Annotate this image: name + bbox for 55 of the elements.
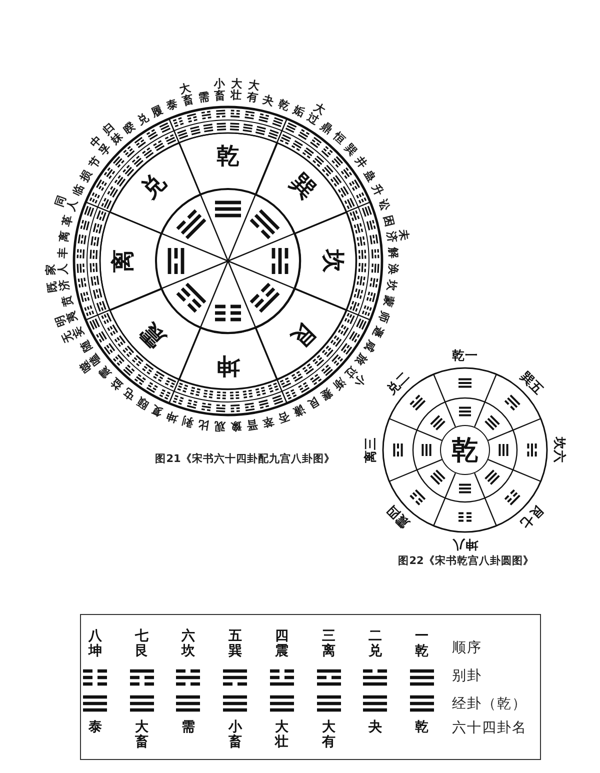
- row-heading: 六十四卦名: [452, 720, 527, 736]
- hexagram-name: 困: [380, 214, 396, 228]
- hexagram-name: 解: [386, 247, 400, 259]
- trigram-label: 巽五: [518, 370, 546, 397]
- hexagram-name: 大畜: [178, 82, 195, 108]
- trigram-order: 六坎: [182, 629, 196, 659]
- row-heading: 顺序: [452, 640, 482, 656]
- hexagram-name: 夬: [368, 720, 382, 735]
- trigram-order: 二兑: [368, 629, 382, 659]
- row-heading: 别卦: [452, 668, 482, 684]
- hexagram-name: 大有: [246, 79, 260, 105]
- hexagram-name: 需: [197, 90, 210, 105]
- hexagram-name: 小畜: [228, 720, 242, 750]
- hexagram-name: 大壮: [230, 78, 242, 102]
- row-heading: 经卦（乾）: [452, 696, 527, 712]
- trigram-order: 八坤: [88, 629, 102, 659]
- hexagram-name: 丰: [56, 247, 70, 259]
- hexagram-name: 小畜: [214, 78, 226, 102]
- hexagram-name: 比: [197, 417, 210, 432]
- hexagram-name: 萃: [261, 414, 275, 428]
- trigram-order: 一乾: [415, 629, 429, 659]
- hexagram-name: 坎: [384, 278, 398, 292]
- trigram-label: 离三: [364, 437, 377, 463]
- trigram-order: 七艮: [134, 629, 148, 659]
- hexagram-name: 涣: [386, 263, 400, 275]
- trigram-order: 三离: [322, 629, 336, 659]
- hexagram-name: 夬: [261, 94, 275, 108]
- figure-caption: 图22《宋书乾宫八卦圆图》: [398, 555, 534, 568]
- hexagram-name: 大有: [322, 720, 336, 750]
- hexagram-name: 离: [58, 230, 72, 244]
- figure-caption: 图21《宋书六十四卦配九宫八卦图》: [155, 453, 335, 466]
- hexagram-name: 观: [214, 420, 226, 432]
- hexagram-name: 剥: [181, 414, 195, 428]
- hexagram-name: 大壮: [275, 720, 289, 750]
- hexagram-name: 贲: [60, 294, 76, 308]
- hexagram-name: 既济: [46, 278, 72, 294]
- hexagram-name: 蒙: [380, 294, 396, 308]
- trigram-order: 四震: [275, 629, 289, 659]
- hexagram-name: 乾: [415, 720, 429, 735]
- hexagram-name: 泰: [88, 720, 102, 735]
- trigram-label: 乾一: [452, 350, 478, 362]
- hexagram-name: 需: [182, 720, 196, 735]
- trigram-label: 坤八: [452, 538, 478, 550]
- trigram-label: 坎六: [553, 437, 566, 463]
- trigram-order: 五巽: [228, 629, 242, 659]
- hexagram-name: 家人: [44, 263, 70, 276]
- hexagram-name: 晋: [246, 417, 259, 432]
- hexagram-name: 豫: [230, 420, 242, 432]
- trigram-label: 震四: [384, 503, 412, 530]
- trigram-label: 兑二: [384, 370, 412, 397]
- center-circle: 乾: [440, 425, 490, 475]
- hexagram-name: 革: [60, 214, 76, 228]
- hexagram-name: 大畜: [134, 720, 148, 750]
- trigram-label: 艮七: [518, 503, 546, 530]
- hexagram-name: 未济: [384, 228, 410, 244]
